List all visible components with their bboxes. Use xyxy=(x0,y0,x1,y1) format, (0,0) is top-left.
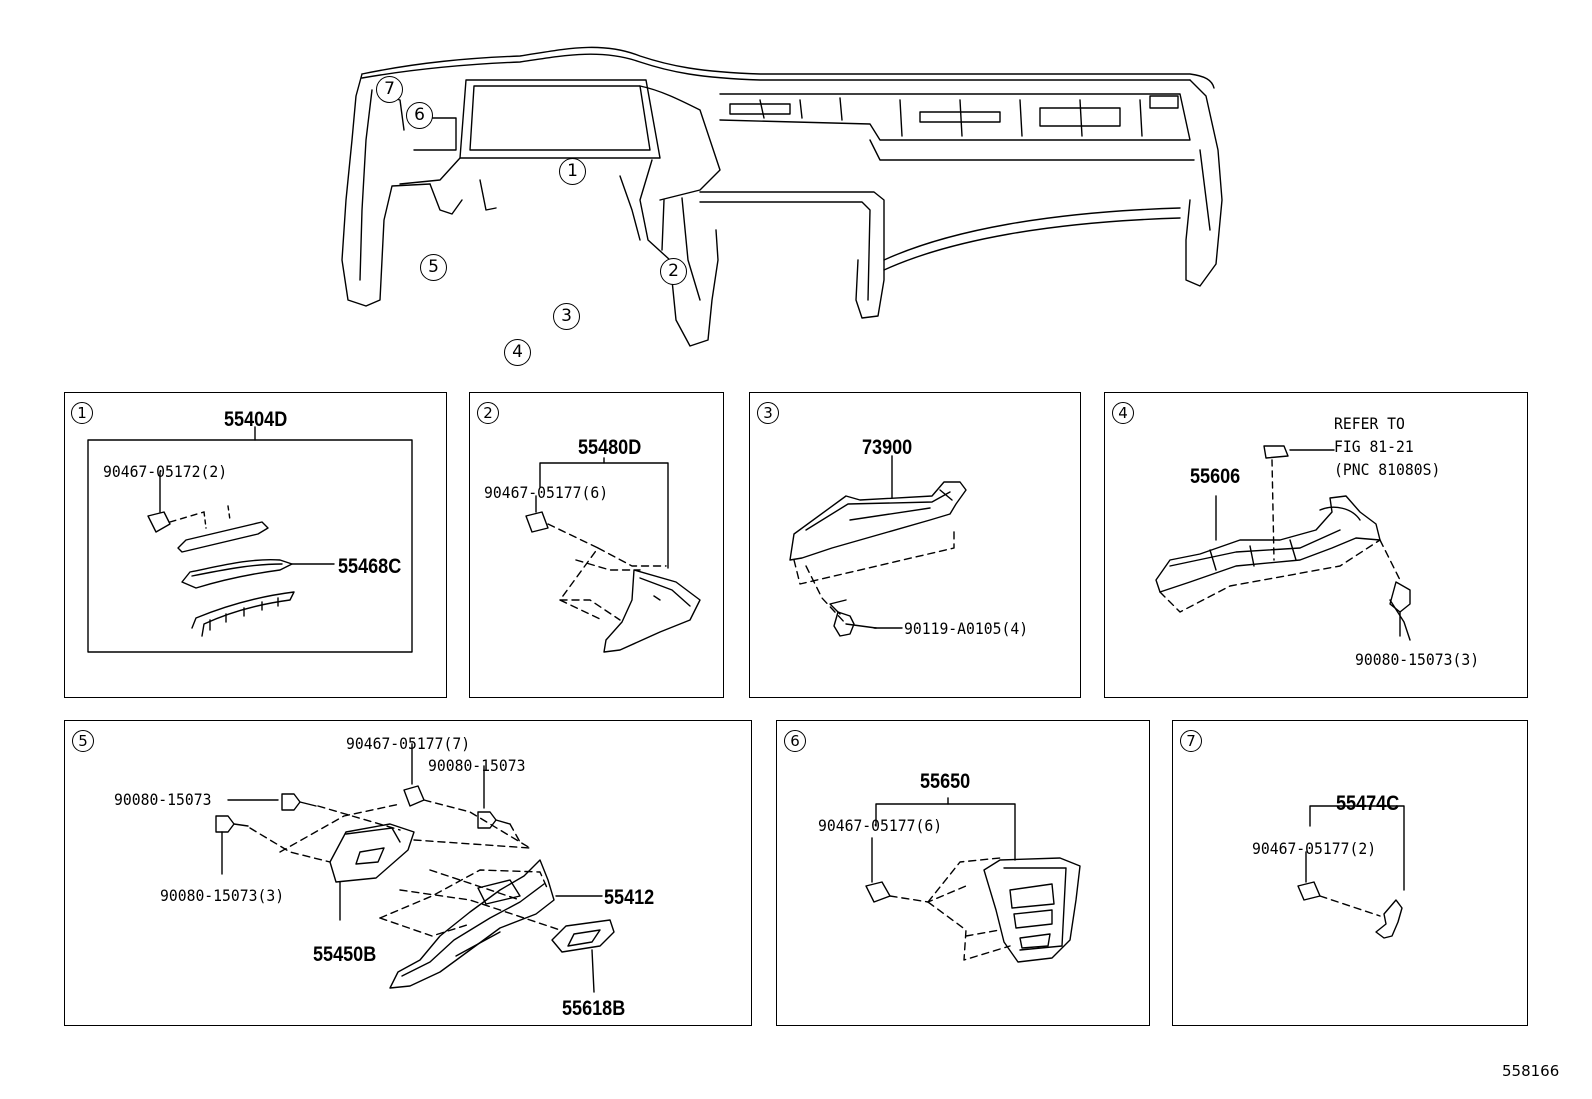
overview-callout-4[interactable]: 4 xyxy=(504,339,531,366)
panel-7-callout: 7 xyxy=(1180,730,1202,752)
fastener-90467-05177-p7[interactable]: 90467-05177(2) xyxy=(1252,839,1377,858)
panel-5-callout: 5 xyxy=(72,730,94,752)
reference-note-line-1: REFER TO xyxy=(1334,414,1405,433)
fastener-90080-15073-3[interactable]: 90080-15073(3) xyxy=(160,886,285,905)
panel-6-callout: 6 xyxy=(784,730,806,752)
panel-2-frame xyxy=(469,392,724,698)
diagram-id: 558166 xyxy=(1502,1062,1560,1080)
panel-3-drawing xyxy=(789,455,967,637)
panel-1-frame xyxy=(64,392,447,698)
overview-callout-7[interactable]: 7 xyxy=(376,76,403,103)
part-number-55606[interactable]: 55606 xyxy=(1190,465,1241,488)
part-number-55474C[interactable]: 55474C xyxy=(1336,792,1400,815)
part-number-55650[interactable]: 55650 xyxy=(920,770,971,793)
panel-2-drawing xyxy=(525,457,701,653)
panel-6-drawing xyxy=(865,797,1081,963)
panel-7-drawing xyxy=(1297,799,1405,939)
panel-1-drawing xyxy=(87,426,413,653)
fastener-90080-15073-top[interactable]: 90080-15073 xyxy=(428,756,526,775)
panel-5-drawing xyxy=(215,743,615,993)
part-number-55468C[interactable]: 55468C xyxy=(338,555,402,578)
panel-6-frame xyxy=(776,720,1150,1026)
part-number-55480D[interactable]: 55480D xyxy=(578,436,642,459)
fastener-90467-05177-p2[interactable]: 90467-05177(6) xyxy=(484,483,609,502)
reference-note-line-3: (PNC 81080S) xyxy=(1334,460,1441,479)
overview-callout-3[interactable]: 3 xyxy=(553,303,580,330)
overview-callout-5[interactable]: 5 xyxy=(420,254,447,281)
panel-4-callout: 4 xyxy=(1112,402,1134,424)
fastener-90080-15073-p4[interactable]: 90080-15073(3) xyxy=(1355,650,1480,669)
panel-1-callout: 1 xyxy=(71,402,93,424)
part-number-55404D[interactable]: 55404D xyxy=(224,408,288,431)
overview-callout-2[interactable]: 2 xyxy=(660,258,687,285)
panel-4-drawing xyxy=(1155,445,1411,641)
panel-5-frame xyxy=(64,720,752,1026)
fastener-90467-05177-p5[interactable]: 90467-05177(7) xyxy=(346,734,471,753)
panel-3-frame xyxy=(749,392,1081,698)
panel-4-frame xyxy=(1104,392,1528,698)
part-number-55412[interactable]: 55412 xyxy=(604,886,655,909)
panel-2-callout: 2 xyxy=(477,402,499,424)
fastener-90080-15073-left[interactable]: 90080-15073 xyxy=(114,790,212,809)
panel-3-callout: 3 xyxy=(757,402,779,424)
panel-7-frame xyxy=(1172,720,1528,1026)
overview-callout-6[interactable]: 6 xyxy=(406,102,433,129)
dashboard-overview-drawing xyxy=(341,46,1223,347)
fastener-90119-A0105[interactable]: 90119-A0105(4) xyxy=(904,619,1029,638)
part-number-55618B[interactable]: 55618B xyxy=(562,997,626,1020)
part-number-55450B[interactable]: 55450B xyxy=(313,943,377,966)
overview-callout-1[interactable]: 1 xyxy=(559,158,586,185)
fastener-90467-05172[interactable]: 90467-05172(2) xyxy=(103,462,228,481)
fastener-90467-05177-p6[interactable]: 90467-05177(6) xyxy=(818,816,943,835)
part-number-73900[interactable]: 73900 xyxy=(862,436,913,459)
reference-note-line-2[interactable]: FIG 81-21 xyxy=(1334,437,1414,456)
